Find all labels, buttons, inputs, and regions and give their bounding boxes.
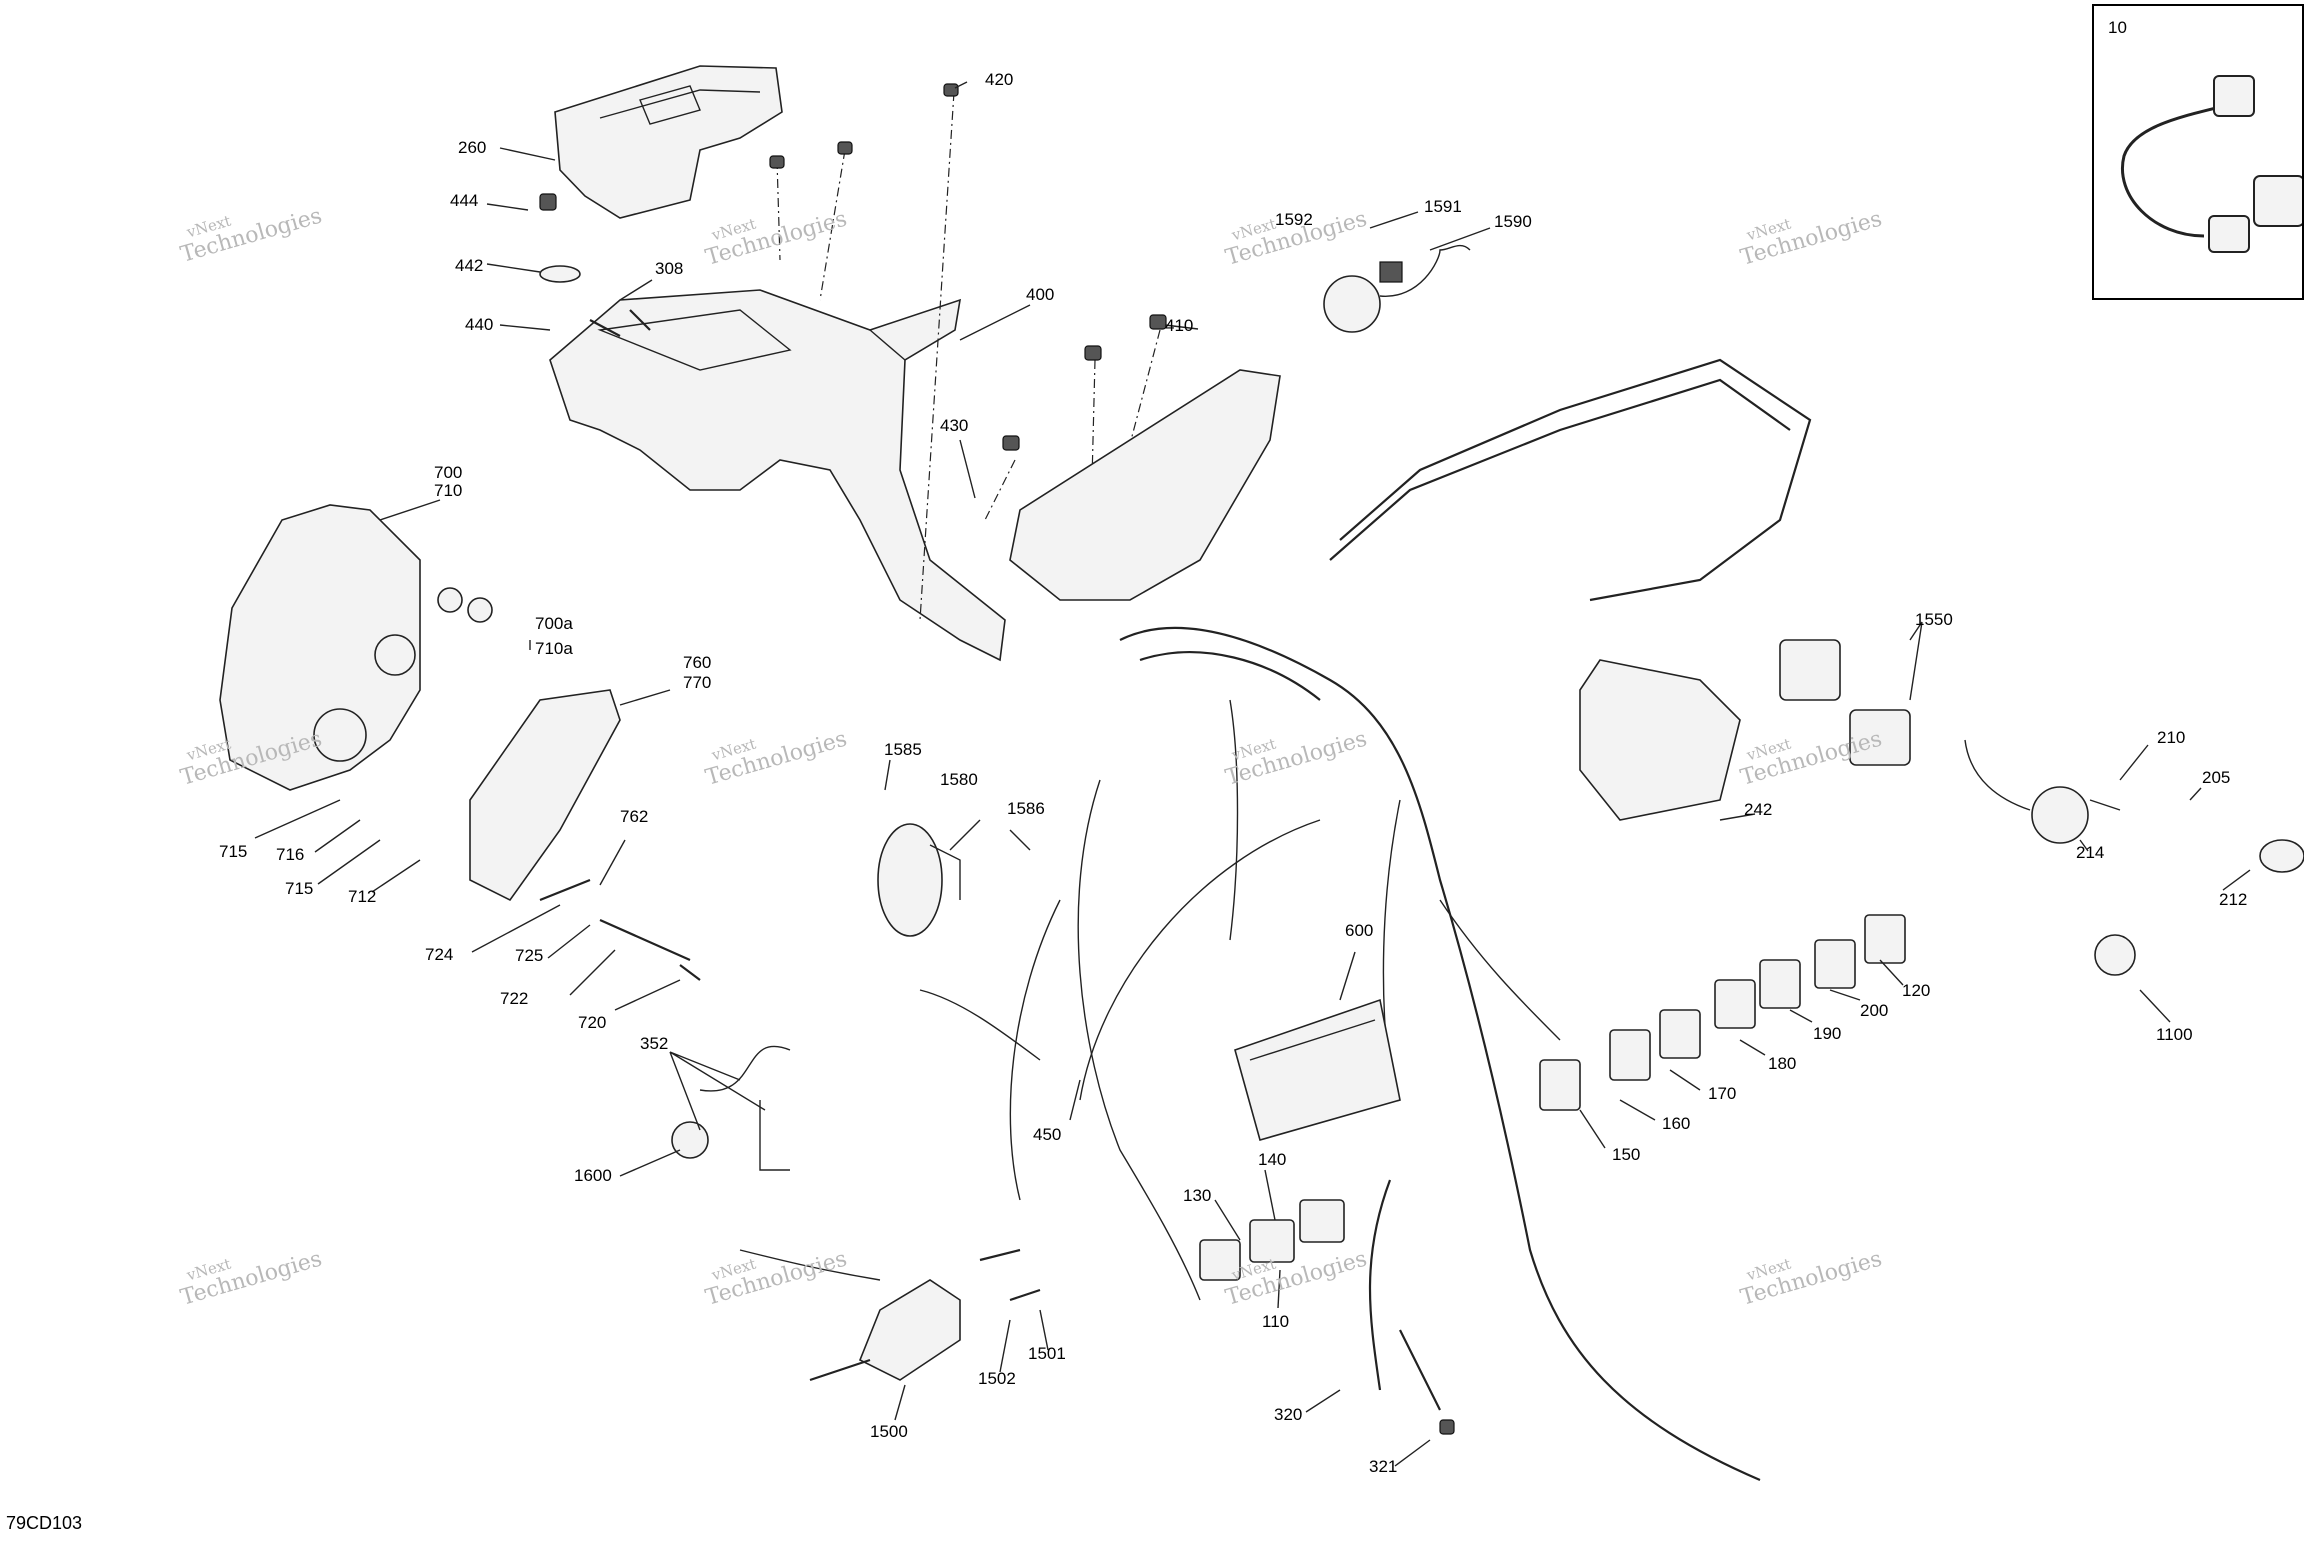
cover-part	[554, 65, 783, 219]
callout-760: 760	[683, 653, 712, 672]
callout-260: 260	[458, 138, 487, 157]
callout-420: 420	[985, 70, 1014, 89]
callout-710: 710	[434, 481, 463, 500]
callout-410: 410	[1165, 316, 1194, 335]
callout-700a: 700a	[535, 614, 573, 633]
callout-150: 150	[1612, 1145, 1641, 1164]
callout-352: 352	[640, 1034, 669, 1053]
part-1600	[671, 1045, 791, 1171]
callout-190: 190	[1813, 1024, 1842, 1043]
horn-part	[877, 823, 961, 937]
callout-770: 770	[683, 673, 712, 692]
callout-600: 600	[1345, 921, 1374, 940]
callout-110: 110	[1262, 1312, 1290, 1331]
callout-440: 440	[465, 315, 494, 334]
callout-715b: 715	[285, 879, 314, 898]
callout-716: 716	[276, 845, 305, 864]
callout-715a: 715	[219, 842, 248, 861]
callout-170: 170	[1708, 1084, 1737, 1103]
callout-712: 712	[348, 887, 377, 906]
callout-450: 450	[1033, 1125, 1062, 1144]
figure-code: 79CD103	[6, 1513, 83, 1533]
callout-200: 200	[1860, 1001, 1889, 1020]
headlight-part	[219, 504, 493, 791]
callout-321: 321	[1369, 1457, 1398, 1476]
callout-1585: 1585	[884, 740, 922, 759]
callout-1586: 1586	[1007, 799, 1045, 818]
callout-430: 430	[940, 416, 969, 435]
callout-710a: 710a	[535, 639, 573, 658]
callout-242: 242	[1744, 800, 1773, 819]
inset-harness-art	[2121, 75, 2302, 253]
callout-1591: 1591	[1424, 197, 1462, 216]
callout-308: 308	[655, 259, 684, 278]
callout-400: 400	[1026, 285, 1055, 304]
callout-212: 212	[2219, 890, 2248, 909]
screw-set	[539, 83, 1167, 451]
callout-762: 762	[620, 807, 649, 826]
callout-180: 180	[1768, 1054, 1797, 1073]
callout-210: 210	[2157, 728, 2186, 747]
callout-160: 160	[1662, 1114, 1691, 1133]
sensor-1590	[1323, 244, 1471, 333]
callout-442: 442	[455, 256, 484, 275]
wiring-harness	[919, 358, 1812, 1482]
callout-1502: 1502	[978, 1369, 1016, 1388]
callout-444: 444	[450, 191, 479, 210]
callout-1500: 1500	[870, 1422, 908, 1441]
callout-720: 720	[578, 1013, 607, 1032]
callout-1600: 1600	[574, 1166, 612, 1185]
callout-1100: 1100	[2156, 1025, 2193, 1044]
callout-724: 724	[425, 945, 454, 964]
display-part	[1234, 998, 1401, 1141]
callout-700: 700	[434, 463, 463, 482]
bracket-part	[549, 289, 1006, 662]
leader-lines	[254, 81, 2251, 1467]
callout-205: 205	[2202, 768, 2231, 787]
callout-120: 120	[1902, 981, 1931, 1000]
callout-722: 722	[500, 989, 529, 1008]
callout-1590: 1590	[1494, 212, 1532, 231]
callout-1550: 1550	[1915, 610, 1953, 629]
callout-130: 130	[1183, 1186, 1212, 1205]
callout-140: 140	[1258, 1150, 1287, 1169]
inset-number: 10	[2108, 18, 2127, 37]
callout-1580: 1580	[940, 770, 978, 789]
inset-box: 10	[2092, 4, 2304, 300]
callout-725: 725	[515, 946, 544, 965]
callout-214: 214	[2076, 843, 2105, 862]
part-1500	[739, 1248, 1041, 1382]
callout-1592: 1592	[1275, 210, 1313, 229]
callout-320: 320	[1274, 1405, 1303, 1424]
callout-1501: 1501	[1028, 1344, 1066, 1363]
connector-set	[1199, 639, 1911, 1281]
